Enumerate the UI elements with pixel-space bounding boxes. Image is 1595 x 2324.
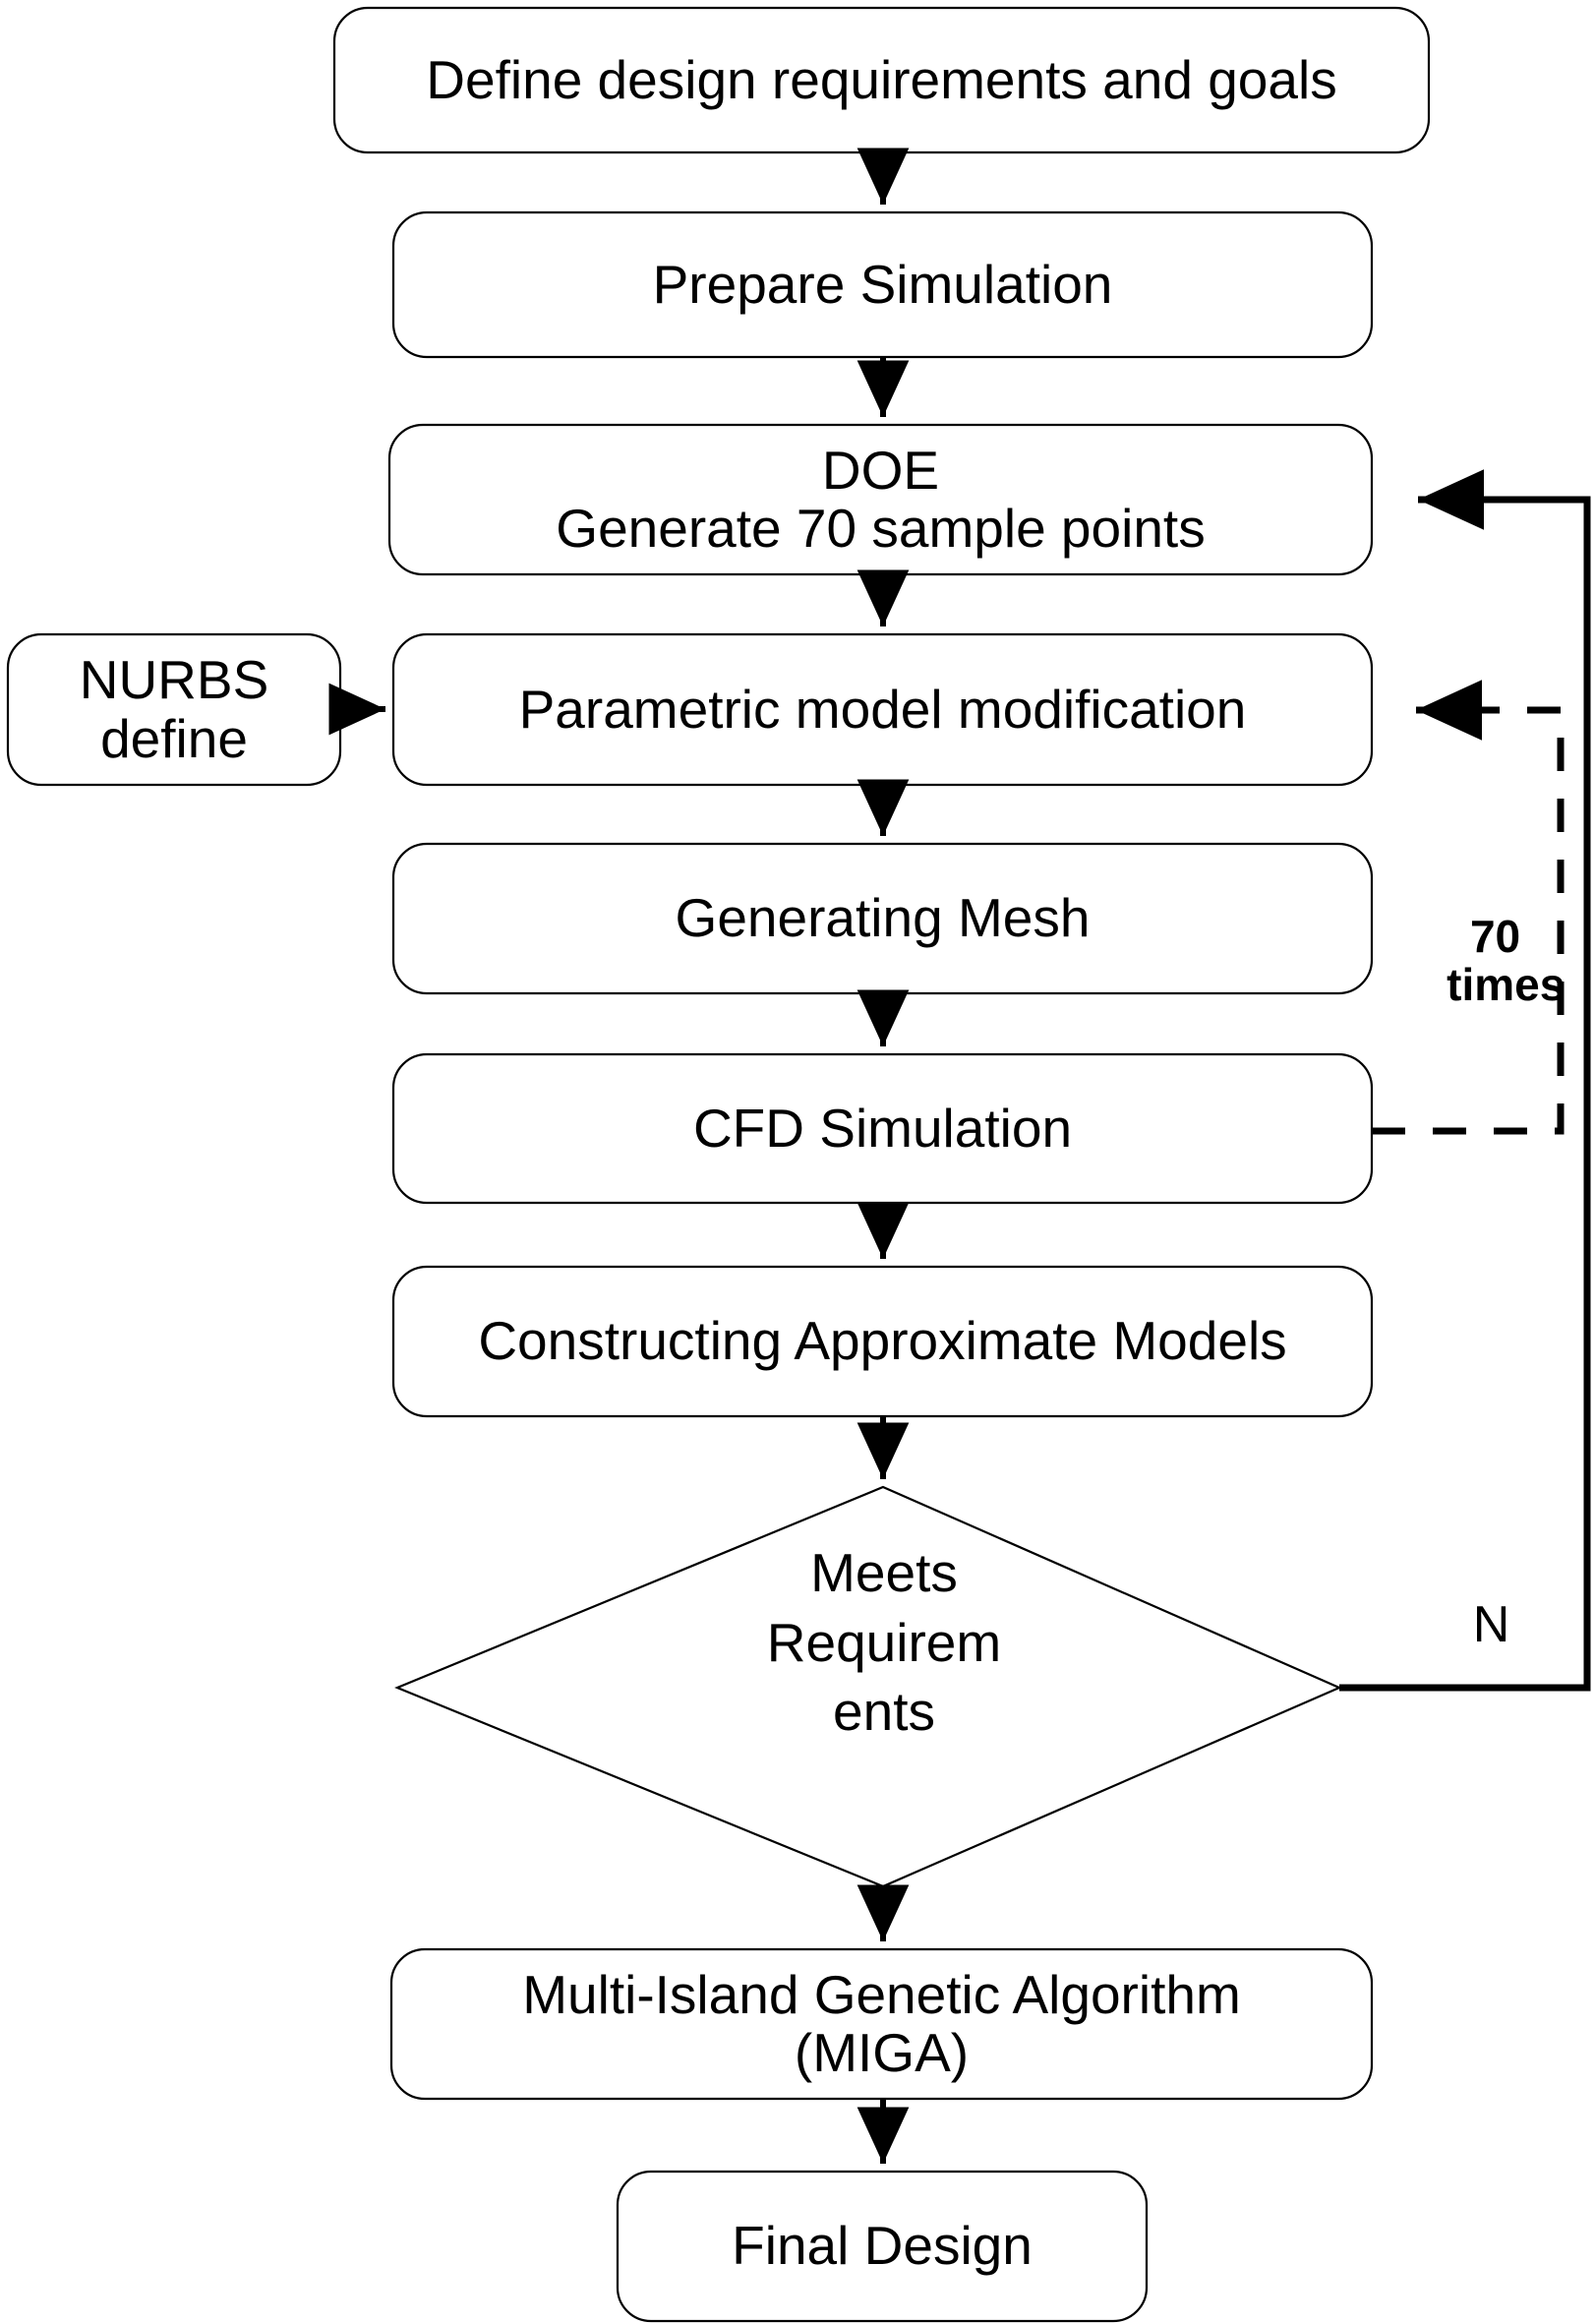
node-doe <box>387 423 1374 576</box>
edge-70-times-loop <box>1372 680 1565 1135</box>
edge-label-70-times: 70 times <box>1396 865 1565 1055</box>
node-generating-mesh <box>391 842 1374 995</box>
node-constructing-approximate-models <box>391 1265 1374 1418</box>
node-define-requirements <box>332 6 1431 154</box>
node-miga <box>389 1947 1374 2101</box>
node-nurbs-define <box>6 632 342 787</box>
node-cfd-simulation <box>391 1052 1374 1205</box>
edge-label-decision-no: N <box>1416 1544 1510 1705</box>
edge-decision-no-loop <box>1339 469 1591 1692</box>
node-parametric-model-modification <box>391 632 1374 787</box>
edge-label-line: times <box>1447 958 1565 1010</box>
node-meets-requirements <box>394 1485 1342 1888</box>
edge-label-line: N <box>1472 1595 1510 1653</box>
node-prepare-simulation <box>391 210 1374 359</box>
node-final-design <box>616 2170 1149 2323</box>
edge-label-line: 70 <box>1469 911 1521 963</box>
